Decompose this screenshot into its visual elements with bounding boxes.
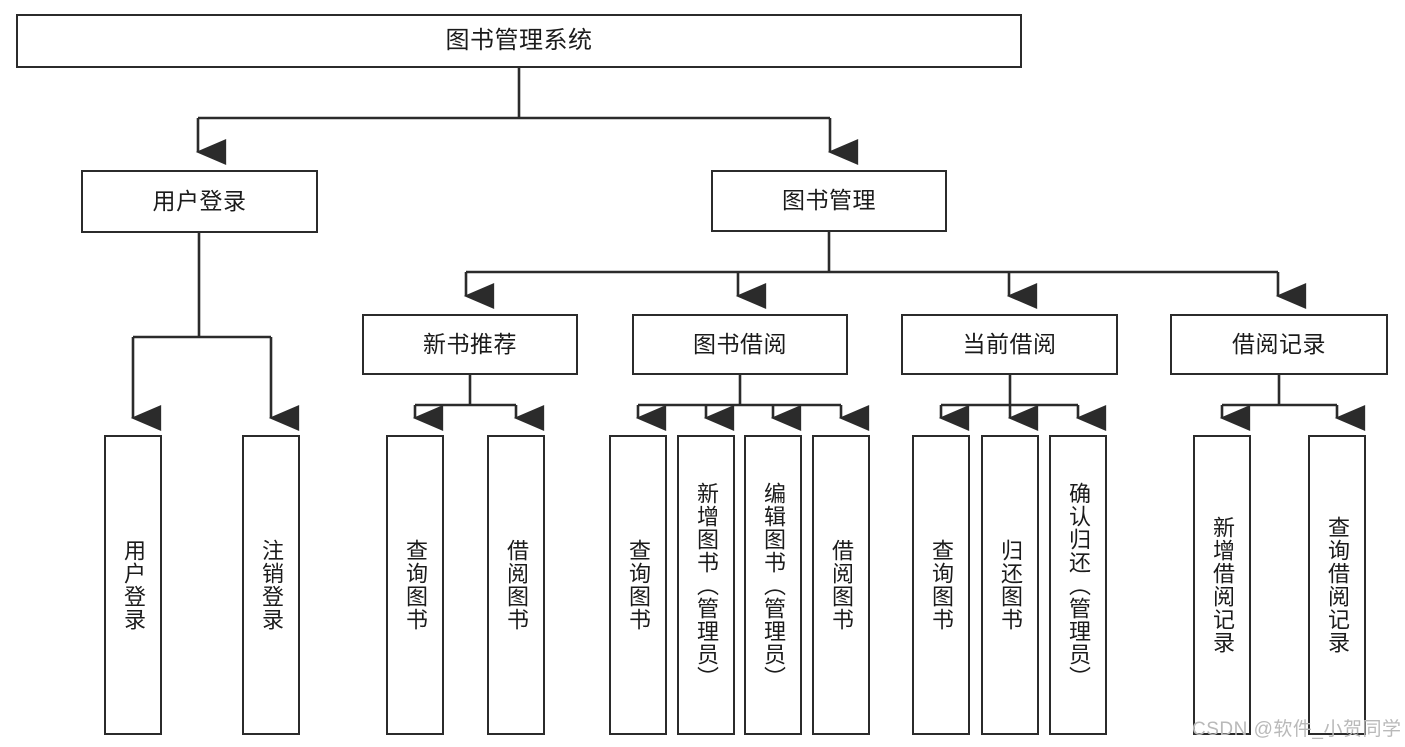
leaf-borrow-book-2[interactable]: 借阅图书 [812, 435, 870, 735]
leaf-borrow-book-1-label: 借阅图书 [503, 539, 529, 631]
watermark: CSDN @软件_小贺同学 [1192, 719, 1402, 740]
leaf-add-book-label: 新增图书（管理员） [693, 481, 719, 689]
leaf-edit-book[interactable]: 编辑图书（管理员） [744, 435, 802, 735]
leaf-add-book[interactable]: 新增图书（管理员） [677, 435, 735, 735]
leaf-user-logout[interactable]: 注销登录 [242, 435, 300, 735]
leaf-return-book-label: 归还图书 [997, 539, 1023, 631]
leaf-query-book-3-label: 查询图书 [928, 539, 954, 631]
leaf-user-login[interactable]: 用户登录 [104, 435, 162, 735]
leaf-add-record-label: 新增借阅记录 [1209, 516, 1235, 654]
leaf-user-logout-label: 注销登录 [258, 539, 284, 631]
node-book-borrow-label: 图书借阅 [693, 330, 787, 357]
leaf-query-book-1[interactable]: 查询图书 [386, 435, 444, 735]
node-user-login[interactable]: 用户登录 [81, 170, 318, 233]
leaf-borrow-book-2-label: 借阅图书 [828, 539, 854, 631]
leaf-add-record[interactable]: 新增借阅记录 [1193, 435, 1251, 735]
node-root-label: 图书管理系统 [445, 26, 593, 54]
leaf-edit-book-label: 编辑图书（管理员） [760, 481, 786, 689]
node-new-book-recommend-label: 新书推荐 [423, 330, 517, 357]
leaf-user-login-label: 用户登录 [120, 539, 146, 631]
node-book-manage[interactable]: 图书管理 [711, 170, 947, 232]
node-current-borrow[interactable]: 当前借阅 [901, 314, 1118, 375]
leaf-return-book[interactable]: 归还图书 [981, 435, 1039, 735]
node-current-borrow-label: 当前借阅 [962, 330, 1057, 357]
leaf-query-book-1-label: 查询图书 [402, 539, 428, 631]
leaf-query-book-2[interactable]: 查询图书 [609, 435, 667, 735]
leaf-confirm-return-label: 确认归还（管理员） [1065, 481, 1091, 689]
node-root[interactable]: 图书管理系统 [16, 14, 1022, 68]
leaf-query-record[interactable]: 查询借阅记录 [1308, 435, 1366, 735]
leaf-query-book-2-label: 查询图书 [625, 539, 651, 631]
node-user-login-label: 用户登录 [152, 187, 247, 214]
node-new-book-recommend[interactable]: 新书推荐 [362, 314, 578, 375]
leaf-query-book-3[interactable]: 查询图书 [912, 435, 970, 735]
node-book-borrow[interactable]: 图书借阅 [632, 314, 848, 375]
node-borrow-record-label: 借阅记录 [1232, 330, 1326, 357]
leaf-query-record-label: 查询借阅记录 [1324, 516, 1350, 654]
node-borrow-record[interactable]: 借阅记录 [1170, 314, 1388, 375]
node-book-manage-label: 图书管理 [782, 187, 876, 214]
leaf-borrow-book-1[interactable]: 借阅图书 [487, 435, 545, 735]
leaf-confirm-return[interactable]: 确认归还（管理员） [1049, 435, 1107, 735]
